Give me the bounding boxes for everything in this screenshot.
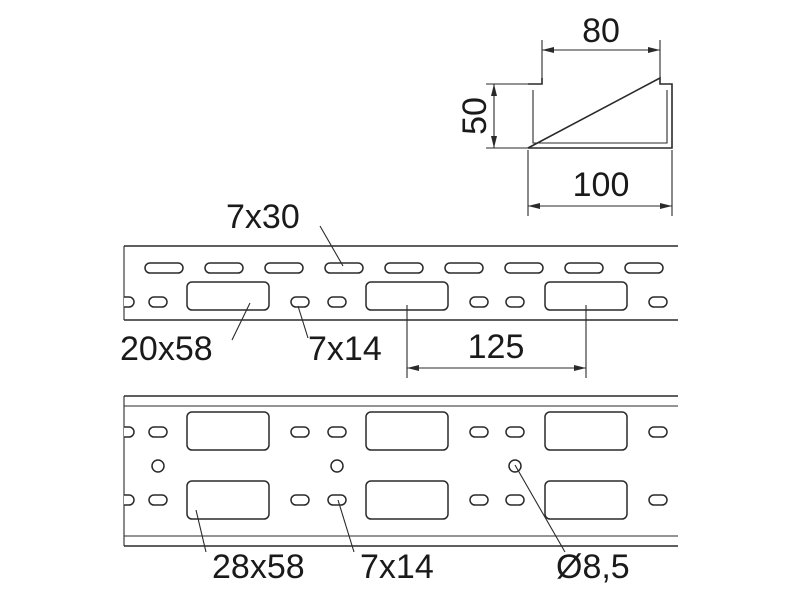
base-panel [123,395,678,547]
base-slot-small [505,426,525,438]
label-slot-7x30: 7x30 [226,198,300,236]
rail-slot-small [648,296,668,308]
rail-slot-top [144,262,184,274]
leader-slot-7x14-rail [297,305,309,339]
label-window-28x58: 28x58 [212,548,305,586]
dim-label-80: 80 [582,12,620,50]
rail-slot-small [148,296,168,308]
base-slot-small [124,494,135,506]
dimension-top-width [541,40,661,80]
base-slot-small [469,426,489,438]
rail-slot-top [264,262,304,274]
rail-slot-small [469,296,489,308]
rail-slot-small [290,296,310,308]
rail-slot-top [204,262,244,274]
base-slot-small [290,426,310,438]
leader-slot-7x30 [319,225,344,267]
base-slot-small [148,494,168,506]
base-slot-small [469,494,489,506]
dimension-pitch [406,305,587,378]
dimension-base-width [527,150,673,216]
rail-slot-top [384,262,424,274]
base-round-hole [330,459,344,473]
leader-window-20x58 [231,302,251,341]
base-window [365,411,449,451]
rail-slot-top [324,262,364,274]
base-slot-small [148,426,168,438]
base-round-hole [151,459,165,473]
label-window-20x58: 20x58 [120,330,213,368]
rail-window [186,281,270,311]
label-slot-7x14-base: 7x14 [360,548,434,586]
rail-slot-top [564,262,604,274]
label-slot-7x14-rail: 7x14 [308,330,382,368]
base-window [186,480,270,520]
rail-slot-top [504,262,544,274]
base-slot-small [648,426,668,438]
rail-slot-small [327,296,347,308]
base-slot-small [327,426,347,438]
leader-hole-8-5 [514,464,566,553]
side-rail [85,245,678,321]
dim-label-125: 125 [468,328,525,366]
base-slot-small [124,426,135,438]
rail-slot-top [444,262,484,274]
label-hole-8-5: Ø8,5 [556,548,630,586]
base-slot-small [505,494,525,506]
rail-slot-top [624,262,664,274]
rail-slot-top [85,263,123,273]
dim-label-50: 50 [456,97,494,135]
base-window [186,411,270,451]
base-slot-small [290,494,310,506]
base-window [365,480,449,520]
leader-slot-7x14-base [337,499,355,553]
dimension-height [486,83,528,149]
leader-window-28x58 [195,509,207,553]
base-window [544,411,628,451]
dim-label-100: 100 [573,166,630,204]
rail-slot-small [505,296,525,308]
base-slot-small [648,494,668,506]
base-slot-small [327,494,347,506]
base-window [544,480,628,520]
rail-slot-small [124,296,135,308]
cross-section-profile [527,76,673,149]
